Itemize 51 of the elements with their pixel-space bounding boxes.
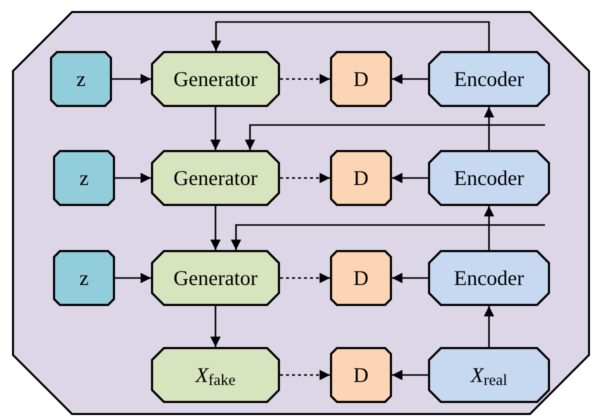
arrow (112, 74, 151, 84)
node-label: D (353, 364, 369, 386)
arrow (230, 224, 545, 250)
arrow (115, 272, 151, 284)
encoder-box (428, 51, 550, 107)
generator-box (151, 250, 280, 306)
node-label: z (79, 168, 89, 188)
node-label: Encoder (454, 168, 524, 188)
container-band (12, 11, 590, 415)
arrow (392, 172, 428, 184)
arrow (280, 74, 330, 84)
encoder-box (428, 150, 550, 206)
node-label: D (353, 268, 369, 288)
arrow (210, 306, 221, 347)
arrow (484, 206, 494, 250)
arrow (210, 21, 490, 51)
noise-box (53, 250, 115, 306)
node-label: z (76, 68, 86, 90)
node-label: X$_{real}$ (470, 364, 508, 386)
arrow (210, 206, 221, 250)
node-label: D (353, 68, 369, 90)
sample-box (151, 347, 280, 403)
generator-box (151, 150, 280, 206)
arrow (280, 272, 330, 284)
arrow (244, 124, 545, 150)
arrow (280, 172, 330, 184)
arrow (484, 306, 494, 347)
discriminator-box (330, 150, 392, 206)
node-label: Generator (174, 268, 258, 288)
noise-box (53, 150, 115, 206)
node-label: Encoder (454, 268, 524, 288)
node-label: D (353, 168, 369, 188)
discriminator-box (330, 250, 392, 306)
discriminator-box (330, 51, 392, 107)
noise-box (50, 51, 112, 107)
node-label: Encoder (454, 68, 524, 90)
node-label: Generator (174, 68, 258, 90)
arrow (392, 74, 428, 84)
sample-box (428, 347, 550, 403)
node-label: z (79, 268, 89, 288)
arrow (115, 172, 151, 184)
arrow (280, 370, 330, 380)
encoder-box (428, 250, 550, 306)
arrow (392, 272, 428, 284)
node-label: X$_{fake}$ (196, 364, 236, 386)
discriminator-box (330, 347, 392, 403)
generator-box (151, 51, 280, 107)
node-label: Generator (174, 168, 258, 188)
arrow (392, 370, 428, 380)
arrow (210, 107, 221, 150)
arrow (484, 107, 494, 150)
